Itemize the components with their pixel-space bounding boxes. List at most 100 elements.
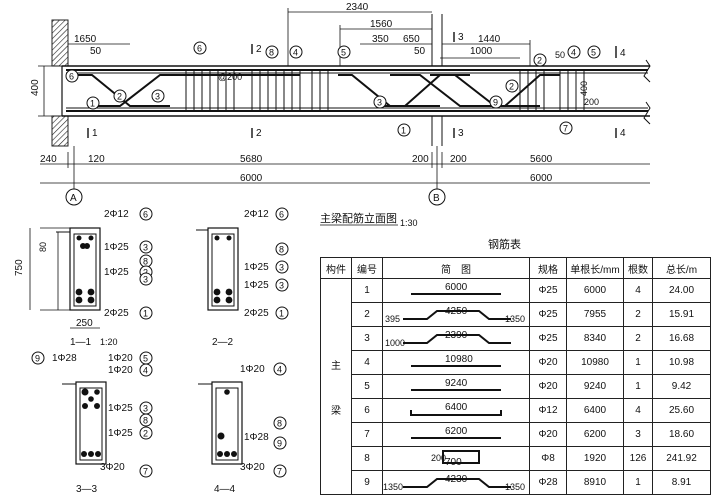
dim-120: 120 bbox=[88, 154, 105, 165]
axis-b-bubble bbox=[428, 188, 446, 206]
s2-label-bot: 2Φ25 bbox=[244, 308, 269, 319]
shape-length: 6200 bbox=[445, 426, 468, 437]
s3-name: 3—3 bbox=[76, 484, 98, 495]
header-spec: 规格 bbox=[529, 257, 567, 279]
section-rebar-marker bbox=[139, 426, 153, 440]
cell-total: 25.60 bbox=[652, 398, 711, 423]
component-char: 梁 bbox=[331, 405, 341, 417]
cell-count-text: 126 bbox=[629, 453, 647, 464]
cell-count: 4 bbox=[623, 278, 653, 303]
component-cell: 主梁 bbox=[320, 278, 352, 495]
cell-number: 5 bbox=[351, 374, 383, 399]
s3-label-2: 1Φ20 bbox=[108, 365, 133, 376]
rebar-marker-circle bbox=[505, 79, 519, 93]
cell-number: 8 bbox=[351, 446, 383, 471]
header-total: 总长/m bbox=[652, 257, 711, 279]
cell-length-text: 10980 bbox=[581, 357, 609, 368]
cell-number: 2 bbox=[351, 302, 383, 327]
section-rebar-marker bbox=[139, 363, 153, 377]
dim-50-mid: 50 bbox=[414, 46, 426, 57]
cell-spec: Φ12 bbox=[529, 398, 567, 423]
cell-count-text: 4 bbox=[635, 405, 641, 416]
cut-3-bottom: 3 bbox=[458, 128, 464, 139]
section-rebar-marker bbox=[275, 278, 289, 292]
dim-200-right: 200 bbox=[450, 154, 467, 165]
break-line-bottom bbox=[643, 101, 651, 125]
section-rebar-marker-label: 6 bbox=[279, 210, 284, 220]
rebar-marker-label: 2 bbox=[509, 82, 514, 92]
dim-240: 240 bbox=[40, 154, 57, 165]
cell-length-text: 8340 bbox=[583, 333, 607, 344]
s1-label-top: 2Φ12 bbox=[104, 209, 129, 220]
section-rebar-marker-label: 3 bbox=[143, 404, 148, 414]
section-rebar-marker bbox=[139, 240, 153, 254]
shape-length: 2390 bbox=[445, 330, 468, 341]
cell-spec-text: Φ25 bbox=[538, 309, 558, 320]
break-line-top bbox=[643, 59, 651, 83]
rebar-marker-circle bbox=[533, 53, 547, 67]
s2-name: 2—2 bbox=[212, 337, 234, 348]
dim-right-400: 400 bbox=[579, 81, 589, 96]
cell-length: 8340 bbox=[566, 326, 624, 351]
s3-label-0: 1Φ28 bbox=[52, 353, 77, 364]
rebar-marker-circle bbox=[65, 69, 79, 83]
cell-number-text: 3 bbox=[364, 333, 370, 344]
cell-count: 2 bbox=[623, 326, 653, 351]
header-component: 构件 bbox=[320, 257, 352, 279]
bottom-dimension-lines bbox=[40, 146, 650, 190]
rebar-shape-sketch: 10980 bbox=[411, 354, 501, 367]
cell-length: 7955 bbox=[566, 302, 624, 327]
cell-total-text: 18.60 bbox=[668, 429, 695, 440]
rebar-marker-circle bbox=[337, 45, 351, 59]
section-rebar-marker-label: 2 bbox=[143, 268, 148, 278]
dim-height-400: 400 bbox=[30, 79, 41, 96]
cell-spec: Φ25 bbox=[529, 302, 567, 327]
section-rebar-marker-label: 8 bbox=[143, 257, 148, 267]
dim-1650: 1650 bbox=[74, 34, 97, 45]
shape-length: 9240 bbox=[445, 378, 468, 389]
cell-shape: 6000 bbox=[382, 278, 530, 303]
cell-shape: 10980 bbox=[382, 350, 530, 375]
shape-length: 6000 bbox=[445, 282, 468, 293]
wall-hatch-bottom bbox=[51, 115, 69, 147]
dim-1560: 1560 bbox=[370, 19, 393, 30]
cell-count: 4 bbox=[623, 398, 653, 423]
cell-total: 16.68 bbox=[652, 326, 711, 351]
rebar-marker-circle bbox=[567, 45, 581, 59]
cell-length: 6000 bbox=[566, 278, 624, 303]
cut-4-top: 4 bbox=[620, 48, 626, 59]
cell-total: 8.91 bbox=[652, 470, 711, 495]
section-rebar-marker-label: 8 bbox=[277, 419, 282, 429]
cell-length: 1920 bbox=[566, 446, 624, 471]
section-rebar-marker-label: 8 bbox=[143, 416, 148, 426]
s1-height: 750 bbox=[14, 259, 25, 276]
dim-350: 350 bbox=[372, 34, 389, 45]
s1-width: 250 bbox=[76, 318, 93, 329]
dim-50-left: 50 bbox=[90, 46, 102, 57]
cell-total-text: 25.60 bbox=[668, 405, 695, 416]
cell-spec-text: Φ25 bbox=[538, 333, 558, 344]
header-number: 编号 bbox=[351, 257, 383, 279]
rebar-marker-circle bbox=[397, 123, 411, 137]
cell-length-text: 7955 bbox=[583, 309, 607, 320]
cell-count: 3 bbox=[623, 422, 653, 447]
component-char: 主 bbox=[331, 360, 341, 372]
svg-text:1000: 1000 bbox=[385, 338, 405, 347]
section-rebar-marker bbox=[139, 306, 153, 320]
cell-number-text: 2 bbox=[364, 309, 370, 320]
table-header-row: 构件 编号 简 图 规格 单根长/mm 根数 总长/m bbox=[320, 257, 711, 279]
s4-label-0: 1Φ20 bbox=[240, 364, 265, 375]
cell-total: 15.91 bbox=[652, 302, 711, 327]
cell-count: 2 bbox=[623, 302, 653, 327]
section-2-2: 2—2 2Φ12 1Φ25 1Φ25 2Φ25 bbox=[196, 209, 269, 348]
section-rebar-marker bbox=[273, 436, 287, 450]
cell-total-text: 241.92 bbox=[666, 453, 697, 464]
